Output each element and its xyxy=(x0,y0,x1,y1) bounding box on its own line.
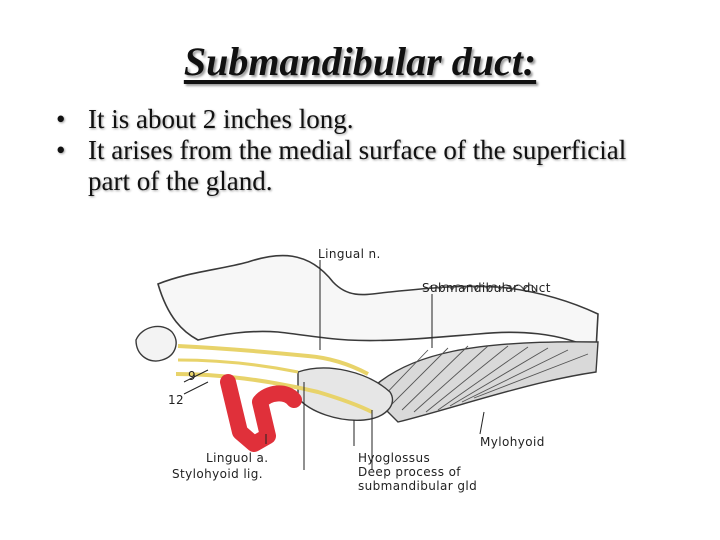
label-lingual-artery: Linguol a. xyxy=(206,451,269,465)
hypoglossal-nerve xyxy=(175,372,373,414)
teeth-outline xyxy=(427,284,537,292)
label-mylohyoid: Mylohyoid xyxy=(480,435,545,449)
lingual-nerve xyxy=(177,344,369,376)
slide-title: Submandibular duct: xyxy=(183,39,537,84)
lingual-artery xyxy=(220,374,302,452)
glossopharyngeal-nerve xyxy=(177,358,299,374)
label-submandibular-duct: Submandibular duct xyxy=(422,281,551,295)
skull-base-shape xyxy=(135,325,177,362)
label-stylohyoid-ligament: Stylohyoid lig. xyxy=(172,467,263,481)
bullet-item: It is about 2 inches long. xyxy=(52,104,672,135)
label-deep-process: Deep process of xyxy=(358,465,461,479)
label-submandibular-gland: submandibular gld xyxy=(358,479,477,493)
anatomy-illustration: Lingual n. Submandibular duct 9 12 Myloh… xyxy=(135,247,599,493)
muscle-fibers xyxy=(377,345,589,413)
bullet-item: It arises from the medial surface of the… xyxy=(52,135,672,197)
submandibular-gland-shape xyxy=(297,367,394,421)
label-nine: 9 xyxy=(188,369,196,383)
leader-lines xyxy=(183,260,485,470)
label-lingual-nerve: Lingual n. xyxy=(318,247,381,261)
label-hyoglossus: Hyoglossus xyxy=(358,451,430,465)
bullet-list: It is about 2 inches long. It arises fro… xyxy=(52,104,672,197)
label-twelve: 12 xyxy=(168,393,184,407)
mandible-shape xyxy=(157,254,599,352)
